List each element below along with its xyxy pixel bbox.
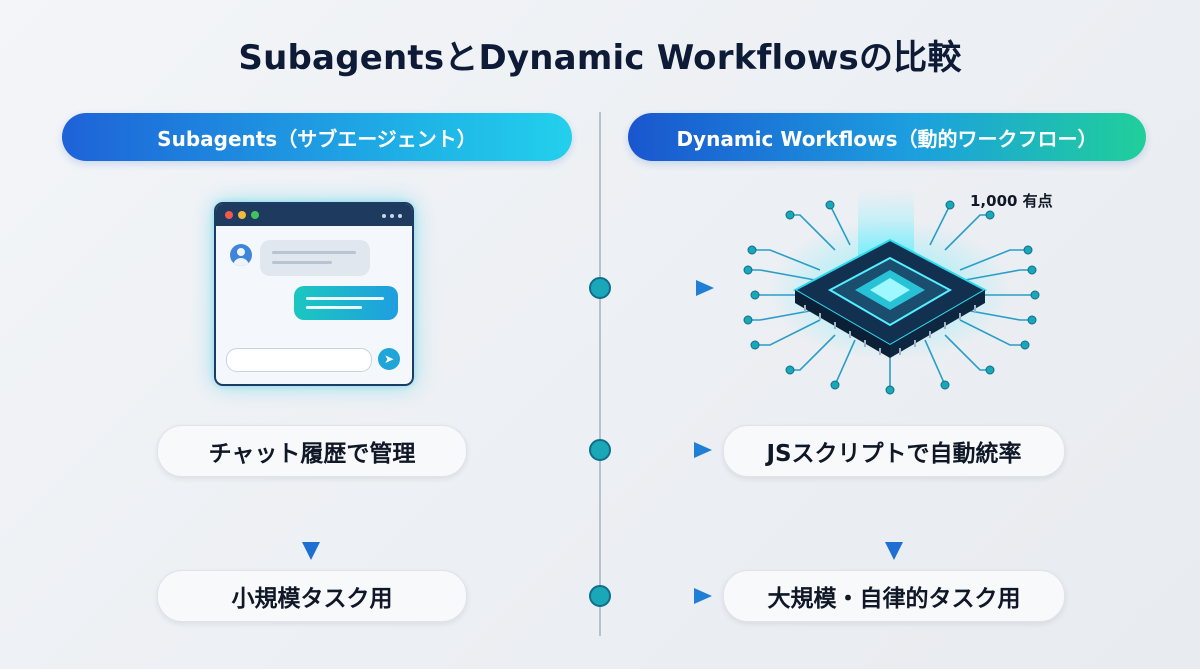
down-arrow-right bbox=[885, 486, 903, 560]
message-line bbox=[272, 251, 356, 254]
subagents-step-2: 小規模タスク用 bbox=[157, 570, 467, 622]
page-title: SubagentsとDynamic Workflowsの比較 bbox=[238, 38, 962, 78]
message-line bbox=[306, 306, 362, 309]
chat-window-icon: ➤ bbox=[214, 202, 414, 386]
chip-annotation: 1,000 有点 bbox=[970, 192, 1053, 210]
connector-row-1 bbox=[444, 277, 714, 299]
connector-row-2 bbox=[478, 439, 712, 461]
center-divider bbox=[599, 112, 601, 636]
menu-dot bbox=[398, 214, 402, 218]
window-close-dot bbox=[225, 211, 233, 219]
menu-dot bbox=[390, 214, 394, 218]
subagents-step-1: チャット履歴で管理 bbox=[157, 425, 467, 477]
dynamic-workflows-header: Dynamic Workflows（動的ワークフロー） bbox=[628, 113, 1146, 161]
menu-dot bbox=[382, 214, 386, 218]
avatar-icon bbox=[230, 244, 252, 266]
down-arrow-left bbox=[302, 486, 320, 560]
avatar-body bbox=[233, 258, 249, 266]
chat-input bbox=[226, 348, 372, 372]
workflows-step-2: 大規模・自律的タスク用 bbox=[723, 570, 1065, 622]
message-line bbox=[272, 261, 332, 264]
send-arrow-icon: ➤ bbox=[378, 348, 400, 370]
workflows-step-1: JSスクリプトで自動統率 bbox=[723, 425, 1065, 477]
incoming-message-bubble bbox=[260, 240, 370, 276]
window-minimize-dot bbox=[238, 211, 246, 219]
window-maximize-dot bbox=[251, 211, 259, 219]
connector-row-3 bbox=[478, 585, 712, 607]
chat-titlebar bbox=[216, 204, 412, 226]
cpu-chip-icon bbox=[743, 190, 1040, 395]
message-line bbox=[306, 297, 384, 300]
subagents-header: Subagents（サブエージェント） bbox=[62, 113, 572, 161]
avatar-head bbox=[237, 248, 245, 256]
outgoing-message-bubble bbox=[294, 286, 398, 320]
